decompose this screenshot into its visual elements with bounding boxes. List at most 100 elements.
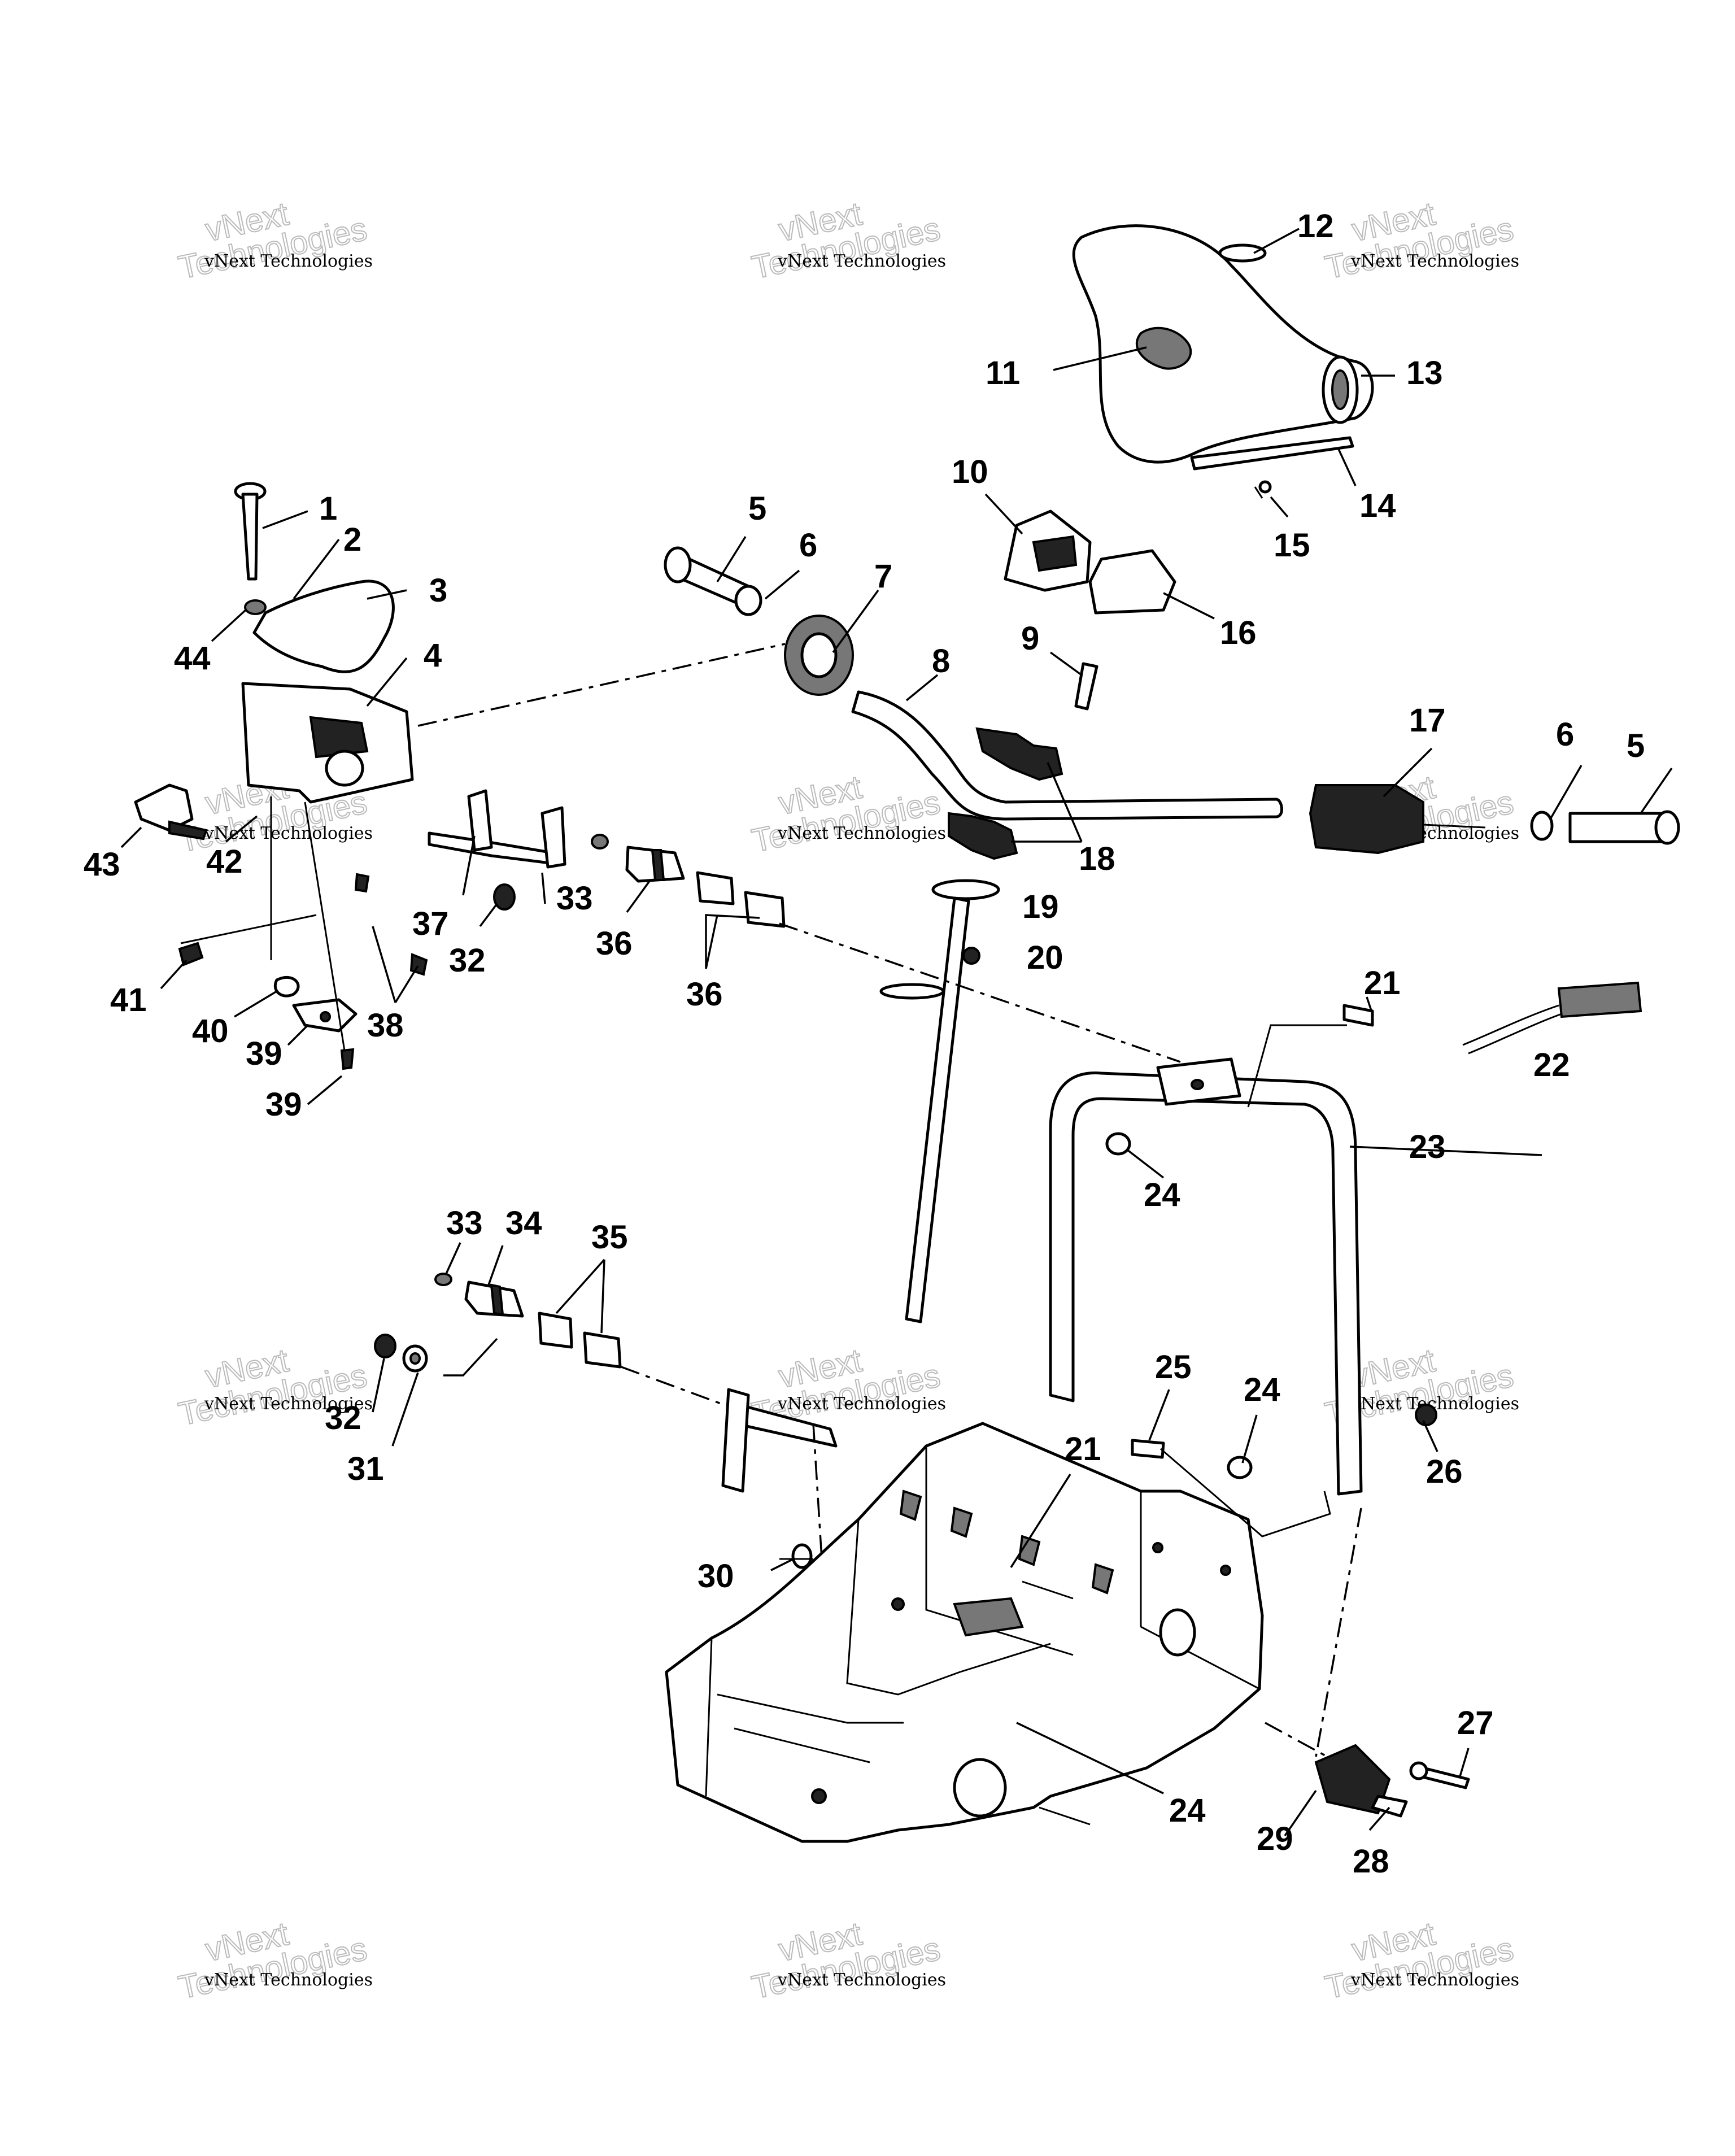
watermark-text-2: vNext Technologies: [777, 251, 946, 271]
callout-10: 10: [952, 454, 988, 490]
watermark-text-11: vNext Technologies: [777, 1970, 946, 1990]
part-44: [134, 783, 208, 840]
grip-left: [664, 546, 762, 616]
callout-31: 31: [347, 1451, 384, 1487]
callout-24-upper: 24: [1144, 1177, 1180, 1213]
callout-25: 25: [1155, 1349, 1192, 1386]
callout-18: 18: [1079, 840, 1115, 877]
handlebar-clamps: [948, 727, 1063, 860]
chassis-bulkhead: [665, 1422, 1264, 1843]
callout-21-lower: 21: [1065, 1431, 1101, 1467]
handlebar-pad: [1072, 224, 1374, 499]
watermark-text-8: vNext Technologies: [777, 1394, 946, 1414]
bushing-37: [625, 846, 685, 883]
nut-32-upper: [493, 883, 516, 911]
callout-22: 22: [1533, 1047, 1570, 1083]
callout-6-left: 6: [799, 527, 817, 564]
pin-27: [1409, 1761, 1470, 1789]
nut-20: [962, 947, 980, 965]
nut-32-lower: [374, 1334, 396, 1358]
callout-1: 1: [319, 490, 337, 527]
callout-39-lower: 39: [265, 1086, 302, 1123]
callout-40: 39: [246, 1035, 282, 1072]
watermark-5: vNext Technologies: [748, 768, 944, 860]
callout-4: 4: [424, 637, 442, 674]
callout-14: 14: [1359, 487, 1396, 524]
callout-3: 3: [429, 572, 447, 609]
callout-13: 13: [1406, 355, 1443, 391]
callout-5-right: 5: [1627, 728, 1645, 764]
callout-6-right: 6: [1556, 716, 1574, 753]
pin-lever-group: [234, 482, 395, 673]
bolt-9: [1074, 662, 1098, 711]
nut-24-b: [1227, 1456, 1253, 1479]
callout-7: 7: [874, 558, 892, 595]
callout-12: 12: [1297, 208, 1334, 245]
callout-16: 16: [1220, 615, 1257, 651]
steering-loop: [1049, 1057, 1363, 1496]
bolt-25: [1131, 1439, 1165, 1459]
steering-column: [721, 879, 1000, 1493]
handlebar: [851, 690, 1283, 821]
grip-right: [1530, 810, 1680, 845]
spring-22: [1462, 981, 1642, 1055]
watermark-11: vNext Technologies: [748, 1915, 944, 2007]
callout-38: 37: [412, 905, 449, 942]
bushings-36-upper: [696, 871, 786, 928]
callout-2: 2: [343, 521, 361, 558]
washer-31: [402, 1344, 428, 1373]
callout-17: 17: [1409, 702, 1446, 739]
watermark-text-5: vNext Technologies: [777, 824, 946, 843]
callout-26: 26: [1426, 1453, 1463, 1490]
callout-29: 29: [1257, 1820, 1293, 1857]
callout-21-upper: 21: [1364, 965, 1401, 1001]
leader-lines: [120, 228, 1673, 1836]
callout-41: 40: [192, 1013, 229, 1049]
throttle-assembly: [1309, 784, 1486, 855]
watermark-text-10: vNext Technologies: [204, 1970, 373, 1990]
callout-43: 42: [206, 843, 243, 880]
callout-8: 8: [932, 643, 950, 680]
brake-housing: [241, 682, 414, 804]
part-28: [1371, 1795, 1408, 1818]
callout-5-left: 5: [748, 490, 766, 527]
callout-9: 9: [1021, 620, 1039, 657]
callout-28: 28: [1353, 1843, 1389, 1880]
nut-33-upper: [591, 834, 609, 850]
nut-24-a: [1105, 1132, 1131, 1156]
watermark-12: vNext Technologies: [1322, 1915, 1518, 2007]
callout-34: 34: [505, 1205, 542, 1242]
callout-30: 30: [698, 1558, 734, 1595]
callout-24-middle: 24: [1244, 1371, 1280, 1408]
callout-35: 44: [174, 640, 211, 677]
steering-hub: [784, 615, 854, 696]
callout-20: 20: [1027, 939, 1063, 976]
nut-42: [178, 942, 204, 966]
callout-37: 36: [596, 925, 633, 962]
callout-19: 19: [1022, 888, 1059, 925]
nut-33-lower: [434, 1273, 452, 1286]
switch-housing: [1004, 509, 1176, 615]
watermark-text-1: vNext Technologies: [204, 251, 373, 271]
callout-36-upper: 36: [686, 976, 723, 1013]
screw-39: [340, 873, 428, 1070]
clip-41: [273, 975, 300, 998]
watermark-10: vNext Technologies: [175, 1915, 371, 2007]
callout-44: 43: [84, 846, 120, 883]
callout-33-lower: 33: [446, 1205, 483, 1242]
washer-30: [791, 1543, 813, 1569]
callout-32-upper: 32: [449, 942, 486, 979]
callout-15: 15: [1274, 527, 1310, 564]
bracket-38: [428, 789, 566, 869]
callout-33-upper: 33: [556, 880, 593, 917]
watermark-text-3: vNext Technologies: [1350, 251, 1519, 271]
callout-23: 23: [1409, 1129, 1446, 1165]
assembly-lines: [180, 643, 1362, 1826]
callout-27: 27: [1457, 1705, 1494, 1741]
watermark-text-4: vNext Technologies: [204, 824, 373, 843]
callout-39-upper: 38: [367, 1007, 404, 1044]
parts: [134, 224, 1680, 1843]
brake-plate-40: [292, 998, 358, 1033]
callout-24-lower: 24: [1169, 1792, 1206, 1829]
